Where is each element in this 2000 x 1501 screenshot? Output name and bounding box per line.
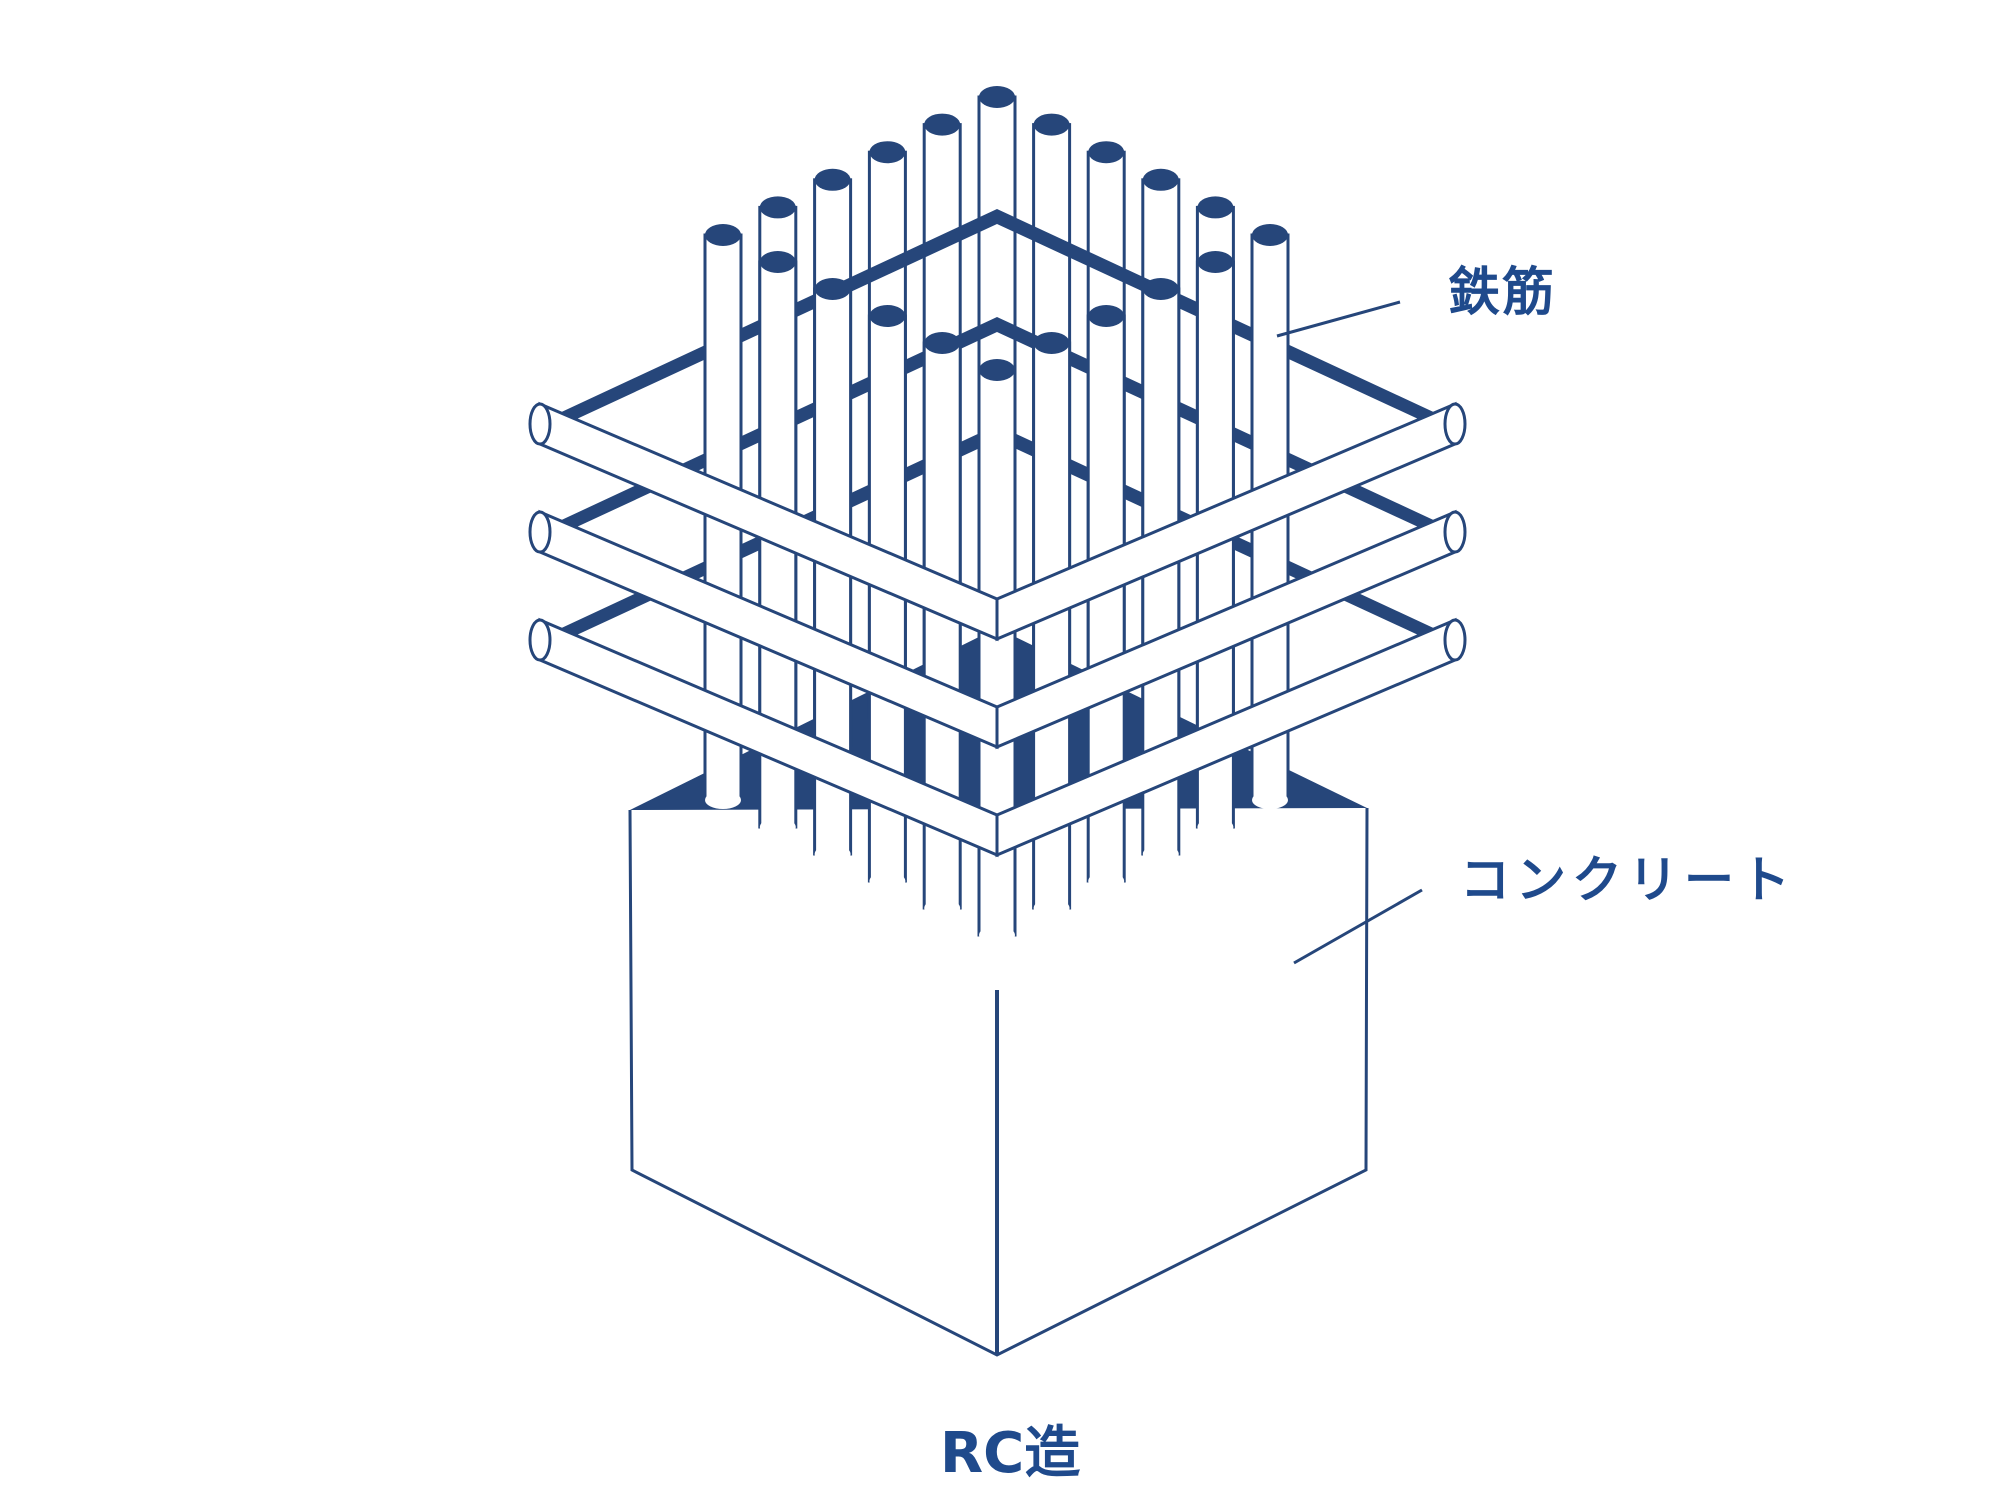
rc-column-illustration — [528, 86, 1467, 1357]
rebar-leader-line — [1276, 300, 1401, 338]
rebar-front-1-base — [759, 818, 796, 836]
hoop-end-left-1 — [528, 510, 552, 554]
figure-title: RC造 — [940, 1421, 1081, 1486]
rebar-front-1-cap — [759, 251, 796, 273]
rebar-back-9-cap — [1197, 196, 1234, 219]
rebar-front-3-cap — [869, 305, 906, 327]
rebar-front-6-cap — [1033, 332, 1070, 354]
concrete-label: コンクリート — [1460, 851, 1796, 909]
rebar-label: 鉄筋 — [1448, 263, 1557, 323]
rebar-back-3-cap — [869, 141, 906, 164]
rebar-front-8-base — [1142, 845, 1179, 863]
rebar-back-7-cap — [1088, 141, 1125, 164]
rebar-front-2-cap — [814, 278, 851, 300]
rebar-back-1-cap — [759, 196, 796, 219]
rebar-back-6-cap — [1033, 113, 1070, 136]
rebar-back-4-cap — [924, 113, 961, 136]
rebar-front-7-base — [1088, 872, 1125, 890]
rebar-front-10-cap — [1252, 224, 1288, 246]
rebar-front-5-base — [979, 926, 1015, 944]
hoop-end-right-0 — [1443, 618, 1467, 662]
rebar-front-9-base — [1197, 818, 1234, 836]
rebar-front-4-base — [924, 899, 961, 917]
rebar-front-10-base — [1252, 791, 1288, 809]
rebar-front-2-base — [814, 845, 851, 863]
rebar-front-7-cap — [1088, 305, 1125, 327]
rebar-back-8-cap — [1142, 168, 1179, 191]
concrete-leader-line — [1293, 888, 1423, 965]
hoop-end-left-2 — [528, 402, 552, 446]
rebar-front-6-base — [1033, 899, 1070, 917]
hoop-end-right-1 — [1443, 510, 1467, 554]
rebar-front-4-cap — [924, 332, 961, 354]
rebar-front-8-cap — [1142, 278, 1179, 300]
rebar-front-0-cap — [705, 224, 741, 246]
rebar-front-3-base — [869, 872, 906, 890]
rebar-back-2-cap — [814, 168, 851, 191]
hoop-end-left-0 — [528, 618, 552, 662]
rebar-front-0-base — [705, 791, 741, 809]
rebar-front-5-cap — [979, 359, 1015, 381]
hoop-end-right-2 — [1443, 402, 1467, 446]
rebar-front-9-cap — [1197, 251, 1234, 273]
rebar-back-5-cap — [979, 86, 1015, 108]
